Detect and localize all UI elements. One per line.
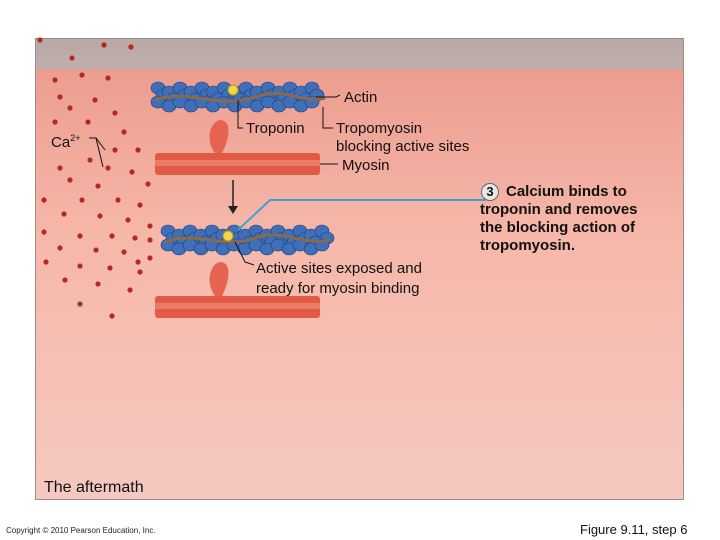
label-troponin: Troponin	[246, 120, 305, 137]
actin-filament-bottom	[160, 224, 335, 256]
calcium-ion-dot	[147, 223, 153, 229]
calcium-ion-dot	[121, 129, 127, 135]
tropomyosin-strand-top	[154, 91, 326, 103]
calcium-charge: 2+	[70, 133, 81, 143]
calcium-ion-dot	[147, 237, 153, 243]
active-sites-leader	[234, 241, 255, 266]
label-active-sites: Active sites exposed and	[256, 260, 422, 277]
troponin-top	[227, 84, 239, 96]
tropomyosin-leader	[322, 107, 333, 129]
myosin-top	[155, 120, 320, 175]
calcium-ion-dot	[129, 169, 135, 175]
calcium-ion-dot	[92, 97, 98, 103]
calcium-ion-dot	[95, 281, 101, 287]
step-leader-line	[237, 199, 486, 231]
calcium-ion-dot	[147, 255, 153, 261]
calcium-ion-dots	[37, 37, 153, 319]
label-active-sites-line2: ready for myosin binding	[256, 280, 420, 297]
calcium-ion-dot	[127, 287, 133, 293]
transition-arrow-head	[228, 206, 238, 214]
calcium-ion-dot	[57, 94, 63, 100]
calcium-ion-dot	[125, 217, 131, 223]
tropomyosin-strand-bottom	[164, 233, 331, 244]
step-text-line-1: Calcium binds to	[506, 183, 627, 200]
label-actin: Actin	[344, 89, 378, 106]
calcium-ion-dot	[85, 119, 91, 125]
calcium-ion-dot	[112, 147, 118, 153]
calcium-ion-dot	[62, 277, 68, 283]
calcium-ion-dot	[61, 211, 67, 217]
calcium-ion-dot	[135, 259, 141, 265]
troponin-bottom	[222, 230, 234, 242]
calcium-ion-dot	[41, 229, 47, 235]
step-text-line-4: tropomyosin.	[480, 237, 576, 254]
calcium-ion-dot	[87, 157, 93, 163]
calcium-ion-dot	[57, 245, 63, 251]
panel-caption: The aftermath	[44, 479, 144, 496]
calcium-ion-dot	[105, 165, 111, 171]
calcium-ion-dot	[101, 42, 107, 48]
calcium-ion-dot	[52, 119, 58, 125]
calcium-ion-dot	[79, 72, 85, 78]
label-tropomyosin: Tropomyosin	[336, 120, 423, 137]
step-number-badge: 3	[481, 183, 499, 201]
calcium-ion-dot	[105, 75, 111, 81]
calcium-ion-dot	[137, 202, 143, 208]
calcium-ion-dot	[52, 77, 58, 83]
copyright-text: Copyright © 2010 Pearson Education, Inc.	[6, 526, 156, 535]
label-tropomyosin-line2: blocking active sites	[336, 138, 470, 155]
calcium-ion-dot	[77, 233, 83, 239]
calcium-ion-dot	[121, 249, 127, 255]
calcium-symbol: Ca	[51, 134, 71, 151]
label-myosin: Myosin	[342, 157, 390, 174]
calcium-ion-dot	[93, 247, 99, 253]
calcium-ion-dot	[112, 110, 118, 116]
diagram-panel	[35, 38, 684, 500]
calcium-ion-dot	[115, 197, 121, 203]
calcium-ion-dot	[67, 177, 73, 183]
calcium-ion-dot	[109, 233, 115, 239]
calcium-ion-dot	[77, 301, 83, 307]
calcium-ion-dot	[79, 197, 85, 203]
calcium-ion-dot	[107, 265, 113, 271]
calcium-ion-dot	[132, 235, 138, 241]
calcium-ion-dot	[128, 44, 134, 50]
calcium-ion-dot	[135, 147, 141, 153]
calcium-ion-dot	[43, 259, 49, 265]
calcium-ion-dot	[95, 183, 101, 189]
calcium-ion-dot	[109, 313, 115, 319]
actin-filament-top	[150, 81, 326, 113]
label-calcium: Ca2+	[51, 129, 80, 152]
step-text-line-2: troponin and removes	[480, 201, 638, 218]
calcium-ion-dot	[77, 263, 83, 269]
calcium-ion-dot	[137, 269, 143, 275]
calcium-ion-dot	[37, 37, 43, 43]
calcium-ion-dot	[67, 105, 73, 111]
calcium-ion-dot	[41, 197, 47, 203]
troponin-leader	[237, 100, 243, 129]
calcium-leader-b	[95, 137, 104, 168]
step-text-line-3: the blocking action of	[480, 219, 636, 236]
calcium-ion-dot	[97, 213, 103, 219]
calcium-ion-dot	[69, 55, 75, 61]
calcium-ion-dot	[145, 181, 151, 187]
figure-reference: Figure 9.11, step 6	[580, 522, 688, 537]
calcium-ion-dot	[57, 165, 63, 171]
myosin-bottom	[155, 262, 320, 318]
actin-leader	[316, 94, 341, 98]
